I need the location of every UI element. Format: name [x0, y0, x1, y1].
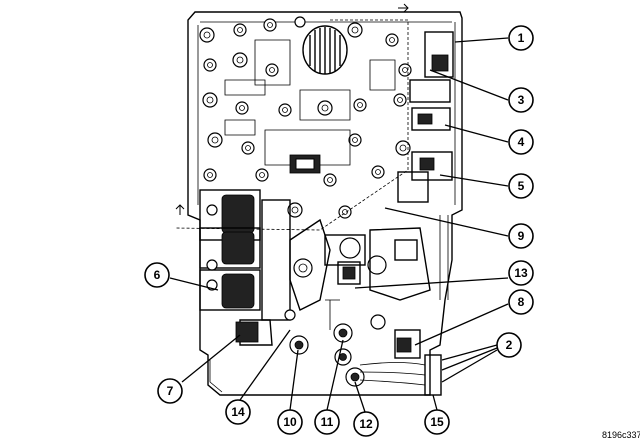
right-solenoids — [397, 31, 454, 203]
callout-4: 4 — [508, 129, 534, 155]
lower-assembly — [235, 215, 449, 359]
callout-circle — [508, 25, 534, 51]
callout-circle — [508, 223, 534, 249]
callout-15: 15 — [424, 409, 450, 435]
callout-circle — [508, 87, 534, 113]
left-solenoid-pack — [199, 189, 291, 321]
callout-label: 6 — [154, 268, 161, 282]
callout-7: 7 — [157, 378, 183, 404]
callout-label: 12 — [359, 417, 373, 431]
callout-circle — [424, 409, 450, 435]
callout-13: 13 — [508, 260, 534, 286]
callout-label: 15 — [430, 415, 444, 429]
callout-circle — [225, 399, 251, 425]
harness-connector — [359, 354, 442, 396]
upper-plate-bolts — [199, 16, 412, 219]
callout-12: 12 — [353, 411, 379, 437]
passage-channels — [224, 39, 396, 174]
callout-label: 9 — [518, 229, 525, 243]
callout-circle — [508, 173, 534, 199]
callout-label: 11 — [321, 415, 334, 429]
callout-label: 14 — [231, 405, 245, 419]
callout-label: 13 — [514, 266, 528, 280]
callout-3: 3 — [508, 87, 534, 113]
callout-label: 8 — [518, 295, 525, 309]
callout-9: 9 — [508, 223, 534, 249]
callout-circle — [508, 260, 534, 286]
callout-11: 11 — [314, 409, 340, 435]
callout-circle — [508, 129, 534, 155]
leader-lines — [169, 37, 509, 413]
callout-label: 1 — [518, 31, 525, 45]
callout-circle — [277, 409, 303, 435]
callout-label: 4 — [518, 135, 525, 149]
callout-1: 1 — [508, 25, 534, 51]
orientation-marks — [175, 3, 409, 215]
callout-circle — [496, 332, 522, 358]
callout-10: 10 — [277, 409, 303, 435]
callout-circle — [353, 411, 379, 437]
callout-label: 10 — [283, 415, 297, 429]
callout-label: 7 — [167, 384, 174, 398]
callout-14: 14 — [225, 399, 251, 425]
callout-6: 6 — [144, 262, 170, 288]
filter-screen — [302, 25, 348, 75]
separator-line — [174, 19, 409, 231]
callout-label: 2 — [506, 338, 513, 352]
callout-label: 3 — [518, 93, 525, 107]
figure-code: 8196c337 — [602, 430, 640, 440]
callout-label: 5 — [518, 179, 525, 193]
pressure-fittings — [284, 309, 365, 387]
callout-circle — [508, 289, 534, 315]
callout-5: 5 — [508, 173, 534, 199]
callout-2: 2 — [496, 332, 522, 358]
callout-circle — [314, 409, 340, 435]
callout-circle — [144, 262, 170, 288]
callout-circle — [157, 378, 183, 404]
callout-8: 8 — [508, 289, 534, 315]
